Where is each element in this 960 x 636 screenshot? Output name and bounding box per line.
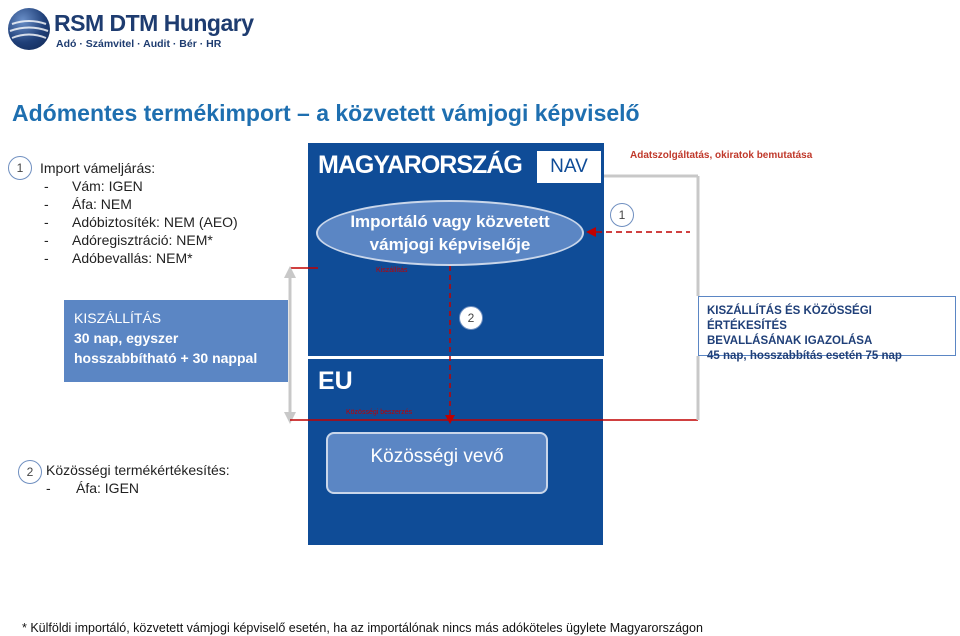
step-number-1: 1: [8, 156, 32, 180]
list-item: -Adóregisztráció: NEM*: [44, 232, 213, 248]
import-procedure-list: Import vámeljárás: -Vám: IGEN -Áfa: NEM …: [40, 159, 238, 267]
list-item: -Adóbevallás: NEM*: [44, 250, 193, 266]
eu-label: EU: [318, 367, 353, 395]
importer-line-1: Importáló vagy közvetett: [350, 212, 550, 231]
small-red-label-top: Kiszállítás: [376, 267, 408, 274]
small-red-label-bottom: Közösségi beszerzés: [346, 409, 413, 416]
proof-line-1: KISZÁLLÍTÁS ÉS KÖZÖSSÉGI ÉRTÉKESÍTÉS: [707, 305, 872, 332]
community-heading: Közösségi termékértékesítés:: [46, 462, 230, 478]
delivery-deadline-box: KISZÁLLÍTÁS 30 nap, egyszer hosszabbítha…: [64, 300, 288, 382]
nav-box: NAV: [536, 150, 602, 184]
delivery-line-3: hosszabbítható + 30 nappal: [74, 350, 258, 366]
step-number-2-center: 2: [459, 306, 483, 330]
declaration-proof-box: KISZÁLLÍTÁS ÉS KÖZÖSSÉGI ÉRTÉKESÍTÉS BEV…: [698, 296, 956, 362]
community-buyer-box: Közösségi vevő: [326, 432, 548, 494]
list-item: -Áfa: NEM: [44, 196, 132, 212]
delivery-line-1: KISZÁLLÍTÁS: [74, 310, 162, 326]
logo-tagline: Adó · Számvitel · Audit · Bér · HR: [56, 38, 222, 50]
slide-title: Adómentes termékimport – a közvetett vám…: [12, 100, 640, 126]
logo-name: RSM DTM Hungary: [54, 10, 254, 36]
proof-line-2: BEVALLÁSÁNAK IGAZOLÁSA: [707, 335, 873, 347]
step-number-1-right: 1: [610, 203, 634, 227]
data-supply-label: Adatszolgáltatás, okiratok bemutatása: [630, 150, 813, 161]
list-item: -Áfa: IGEN: [46, 480, 140, 496]
delivery-line-2: 30 nap, egyszer: [74, 330, 179, 346]
community-sale-list: Közösségi termékértékesítés: -Áfa: IGEN: [46, 461, 230, 497]
list-item: -Adóbiztosíték: NEM (AEO): [44, 214, 238, 230]
logo-stripes-icon: [9, 20, 49, 39]
import-heading: Import vámeljárás:: [40, 160, 156, 176]
step-number-2: 2: [18, 460, 42, 484]
proof-line-3: 45 nap, hosszabbítás esetén 75 nap: [707, 350, 902, 362]
importer-line-2: vámjogi képviselője: [369, 235, 531, 254]
hungary-label: MAGYARORSZÁG: [318, 151, 523, 179]
list-item: -Vám: IGEN: [44, 178, 143, 194]
importer-ellipse: Importáló vagy közvetett vámjogi képvise…: [316, 200, 584, 266]
footnote: * Külföldi importáló, közvetett vámjogi …: [22, 621, 703, 635]
